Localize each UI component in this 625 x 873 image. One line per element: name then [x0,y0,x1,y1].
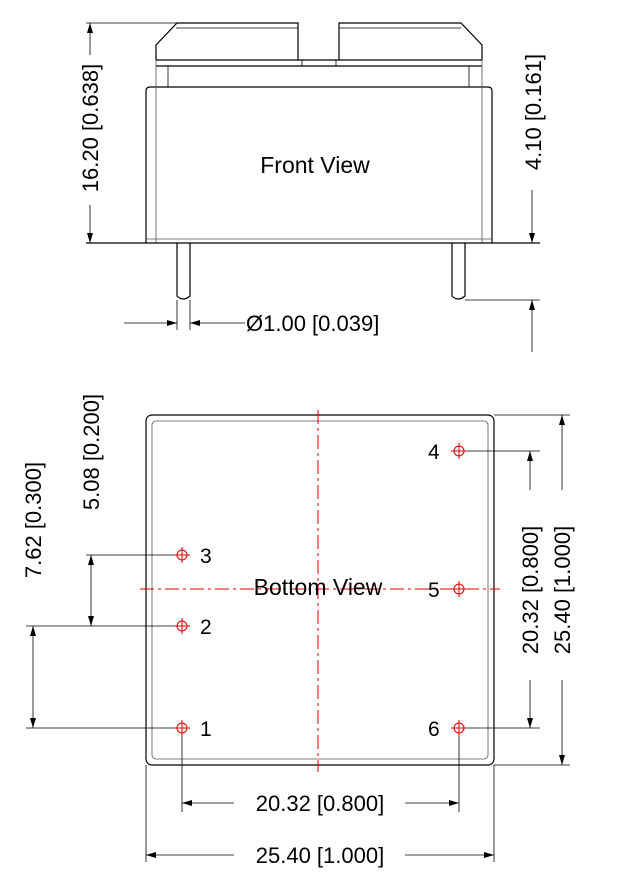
pin-6: 6 [428,718,467,741]
svg-text:4: 4 [428,441,440,464]
bottom-view-title: Bottom View [254,574,383,600]
right-pin [451,243,466,300]
pin-diameter-dimension: Ø1.00 [0.039] [246,311,379,336]
left-cap [155,22,299,60]
pin-2: 2 [174,616,212,639]
pin-3: 3 [174,545,212,568]
bottom-view: Bottom View 1 2 3 4 5 6 5.08 [0.200] 7.6… [21,394,575,868]
front-view-title: Front View [260,152,370,178]
svg-text:3: 3 [200,545,212,568]
dim-5-08: 5.08 [0.200] [79,394,104,510]
dim-7-62: 7.62 [0.300] [21,462,46,578]
svg-text:2: 2 [200,616,212,639]
dim-25-40-bottom: 25.40 [1.000] [256,843,384,868]
svg-text:5: 5 [428,579,440,602]
dim-20-32-bottom: 20.32 [0.800] [256,791,384,816]
left-pin [176,243,191,300]
right-cap [338,22,483,60]
pin-5: 5 [428,579,467,602]
svg-text:6: 6 [428,718,440,741]
pin-4: 4 [428,441,467,464]
body-outline [145,86,493,243]
center-tab [301,59,337,67]
pin-1: 1 [174,718,212,741]
dim-25-40-right: 25.40 [1.000] [550,526,575,654]
dim-20-32-right: 20.32 [0.800] [518,526,543,654]
pin-length-dimension: 4.10 [0.161] [521,54,546,170]
bottom-outline [145,414,495,766]
svg-text:1: 1 [200,718,212,741]
front-view: Front View 16.20 [0.638] 4.10 [0.161] Ø1… [78,22,546,352]
height-dimension: 16.20 [0.638] [78,64,103,192]
